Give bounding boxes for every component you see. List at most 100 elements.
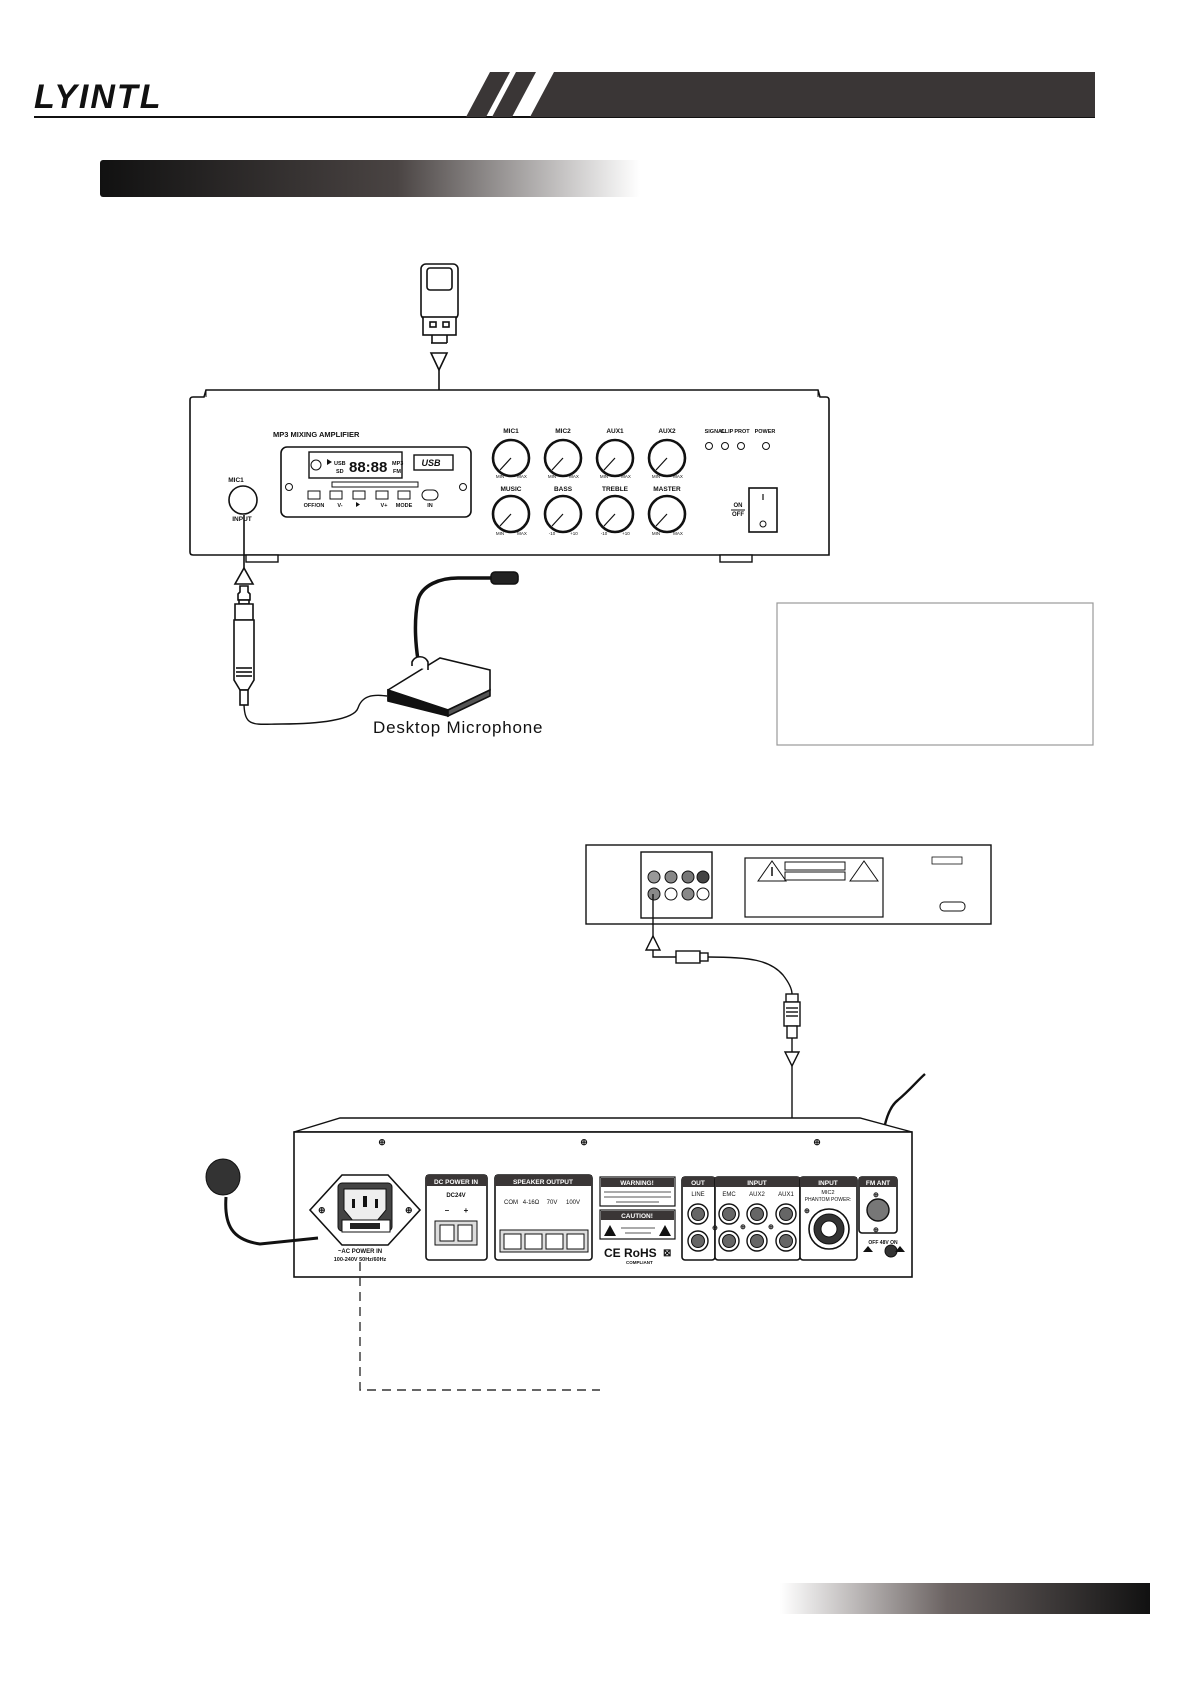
indicator-leds: SIGNAL CLIP PROT POWER <box>705 429 775 450</box>
svg-text:⊕: ⊕ <box>580 1137 588 1147</box>
svg-text:AUX2: AUX2 <box>749 1192 765 1198</box>
mp3-digits: 88:88 <box>349 459 387 476</box>
svg-text:MAX: MAX <box>621 474 631 479</box>
svg-text:AUX1: AUX1 <box>606 428 624 435</box>
btn-vminus <box>329 490 343 500</box>
btn-offon <box>307 490 321 500</box>
ac-spec-label: 100-240V 50Hz/60Hz <box>334 1257 387 1263</box>
svg-text:SPEAKER OUTPUT: SPEAKER OUTPUT <box>513 1179 573 1186</box>
svg-text:LINE: LINE <box>691 1192 704 1198</box>
svg-text:MIN: MIN <box>652 531 660 536</box>
svg-text:⊕: ⊕ <box>873 1227 879 1234</box>
svg-text:⊕: ⊕ <box>804 1208 810 1215</box>
svg-text:⊕: ⊕ <box>813 1137 821 1147</box>
svg-text:FM ANT: FM ANT <box>866 1180 890 1187</box>
knob-mic1: MIC1 MIN MAX <box>491 428 531 479</box>
svg-text:PHANTOM POWER:: PHANTOM POWER: <box>805 1197 852 1203</box>
svg-text:⊕: ⊕ <box>378 1137 386 1147</box>
svg-text:⊠: ⊠ <box>663 1248 671 1259</box>
svg-text:COM: COM <box>504 1200 518 1206</box>
svg-text:INPUT: INPUT <box>818 1180 838 1187</box>
svg-text:-10: -10 <box>601 531 608 536</box>
power-cord-dashed <box>359 1262 600 1391</box>
cert-marks: CE RoHS <box>604 1246 657 1260</box>
svg-text:AUX1: AUX1 <box>778 1192 794 1198</box>
section-title-bar <box>100 160 640 197</box>
dc-power-block: DC POWER IN DC24V – + <box>425 1174 488 1261</box>
play-glyph-icon <box>356 502 360 507</box>
rear-panel: ⊕ ⊕ ⊕ ⊕ ⊕ ~AC POWER IN 100-240V 50Hz/60H… <box>293 1117 913 1278</box>
xlr-block: INPUT MIC2 PHANTOM POWER: ⊕ <box>799 1176 858 1261</box>
svg-text:⊕: ⊕ <box>712 1225 718 1232</box>
front-mic1-label: MIC1 <box>228 477 244 484</box>
jack-plug <box>233 515 388 725</box>
ac-power-label: ~AC POWER IN <box>338 1249 382 1255</box>
mp3-module: USB SD 88:88 MP3 FM USB OFF/ON V- V+ MOD… <box>280 446 472 518</box>
brand-logo: LYINTL <box>34 78 162 116</box>
svg-text:OUT: OUT <box>691 1180 705 1187</box>
svg-text:MAX: MAX <box>517 474 527 479</box>
svg-text:MAX: MAX <box>673 474 683 479</box>
svg-text:ON: ON <box>734 503 743 509</box>
svg-text:SIGNAL: SIGNAL <box>705 429 726 435</box>
knob-treble: TREBLE -10 +10 <box>595 486 635 536</box>
front-panel: MP3 MIXING AMPLIFIER MIC1 INPUT USB SD 8… <box>189 389 830 563</box>
svg-text:MODE: MODE <box>396 503 413 509</box>
svg-text:–: – <box>445 1206 450 1215</box>
svg-text:CAUTION!: CAUTION! <box>621 1213 653 1220</box>
svg-text:COMPLIANT: COMPLIANT <box>626 1260 653 1265</box>
svg-text:MIN: MIN <box>600 474 608 479</box>
svg-text:INPUT: INPUT <box>747 1180 767 1187</box>
svg-text:BASS: BASS <box>554 486 573 493</box>
source-device <box>585 844 992 925</box>
svg-text:EMC: EMC <box>722 1192 736 1198</box>
svg-text:+: + <box>464 1206 469 1215</box>
ac-inlet: ⊕ ⊕ ~AC POWER IN 100-240V 50Hz/60Hz <box>308 1174 422 1263</box>
svg-text:MAX: MAX <box>673 531 683 536</box>
svg-text:V+: V+ <box>381 503 388 509</box>
knob-aux2: AUX2 MIN MAX <box>647 428 687 479</box>
warning-labels: WARNING! CAUTION! CE RoHS COMPLIANT ⊠ <box>599 1176 676 1265</box>
fm-ant-block: FM ANT ⊕ ⊕ OFF 48V ON <box>858 1176 905 1258</box>
footer-bar <box>780 1583 1150 1614</box>
svg-text:FM: FM <box>393 469 401 475</box>
svg-text:MIN: MIN <box>496 531 504 536</box>
knobs: MIC1 MIN MAX MIC2 MIN MAX AUX1 MIN MAX <box>491 428 687 536</box>
svg-text:MIN: MIN <box>548 474 556 479</box>
knob-music: MUSIC MIN MAX <box>491 486 531 536</box>
svg-text:SD: SD <box>336 469 344 475</box>
knob-aux1: AUX1 MIN MAX <box>595 428 635 479</box>
mp3-display <box>308 451 403 479</box>
svg-text:TREBLE: TREBLE <box>602 486 629 493</box>
page-header: LYINTL <box>34 72 1095 118</box>
svg-text:+10: +10 <box>622 531 630 536</box>
header-slash-1 <box>466 72 510 117</box>
svg-text:MIC2: MIC2 <box>821 1190 834 1196</box>
svg-text:V-: V- <box>337 503 342 509</box>
desk-mic-label: Desktop Microphone <box>373 718 543 737</box>
header-slash-2 <box>492 72 536 117</box>
usb-stick <box>420 263 459 462</box>
aux-in-jack <box>421 489 439 501</box>
svg-text:MIN: MIN <box>652 474 660 479</box>
svg-text:MIC2: MIC2 <box>555 428 571 435</box>
front-model-label: MP3 MIXING AMPLIFIER <box>273 430 360 439</box>
svg-text:⊕: ⊕ <box>873 1192 879 1199</box>
svg-text:MIC1: MIC1 <box>503 428 519 435</box>
usb-slot <box>413 454 454 471</box>
svg-text:WARNING!: WARNING! <box>620 1180 654 1187</box>
svg-text:AUX2: AUX2 <box>658 428 676 435</box>
svg-text:USB: USB <box>334 461 346 467</box>
lavalier-microphone <box>205 1158 319 1246</box>
btn-play <box>352 490 366 500</box>
power-switch: ON OFF <box>731 487 778 533</box>
svg-text:70V: 70V <box>547 1200 558 1206</box>
note-box <box>776 602 1094 746</box>
svg-text:MAX: MAX <box>569 474 579 479</box>
svg-text:USB: USB <box>421 458 441 468</box>
svg-text:MP3: MP3 <box>392 461 403 467</box>
front-mic1-jack <box>228 485 258 515</box>
svg-text:CLIP: CLIP <box>721 429 734 435</box>
mp3-buttons: OFF/ON V- V+ MODE IN <box>304 489 439 509</box>
